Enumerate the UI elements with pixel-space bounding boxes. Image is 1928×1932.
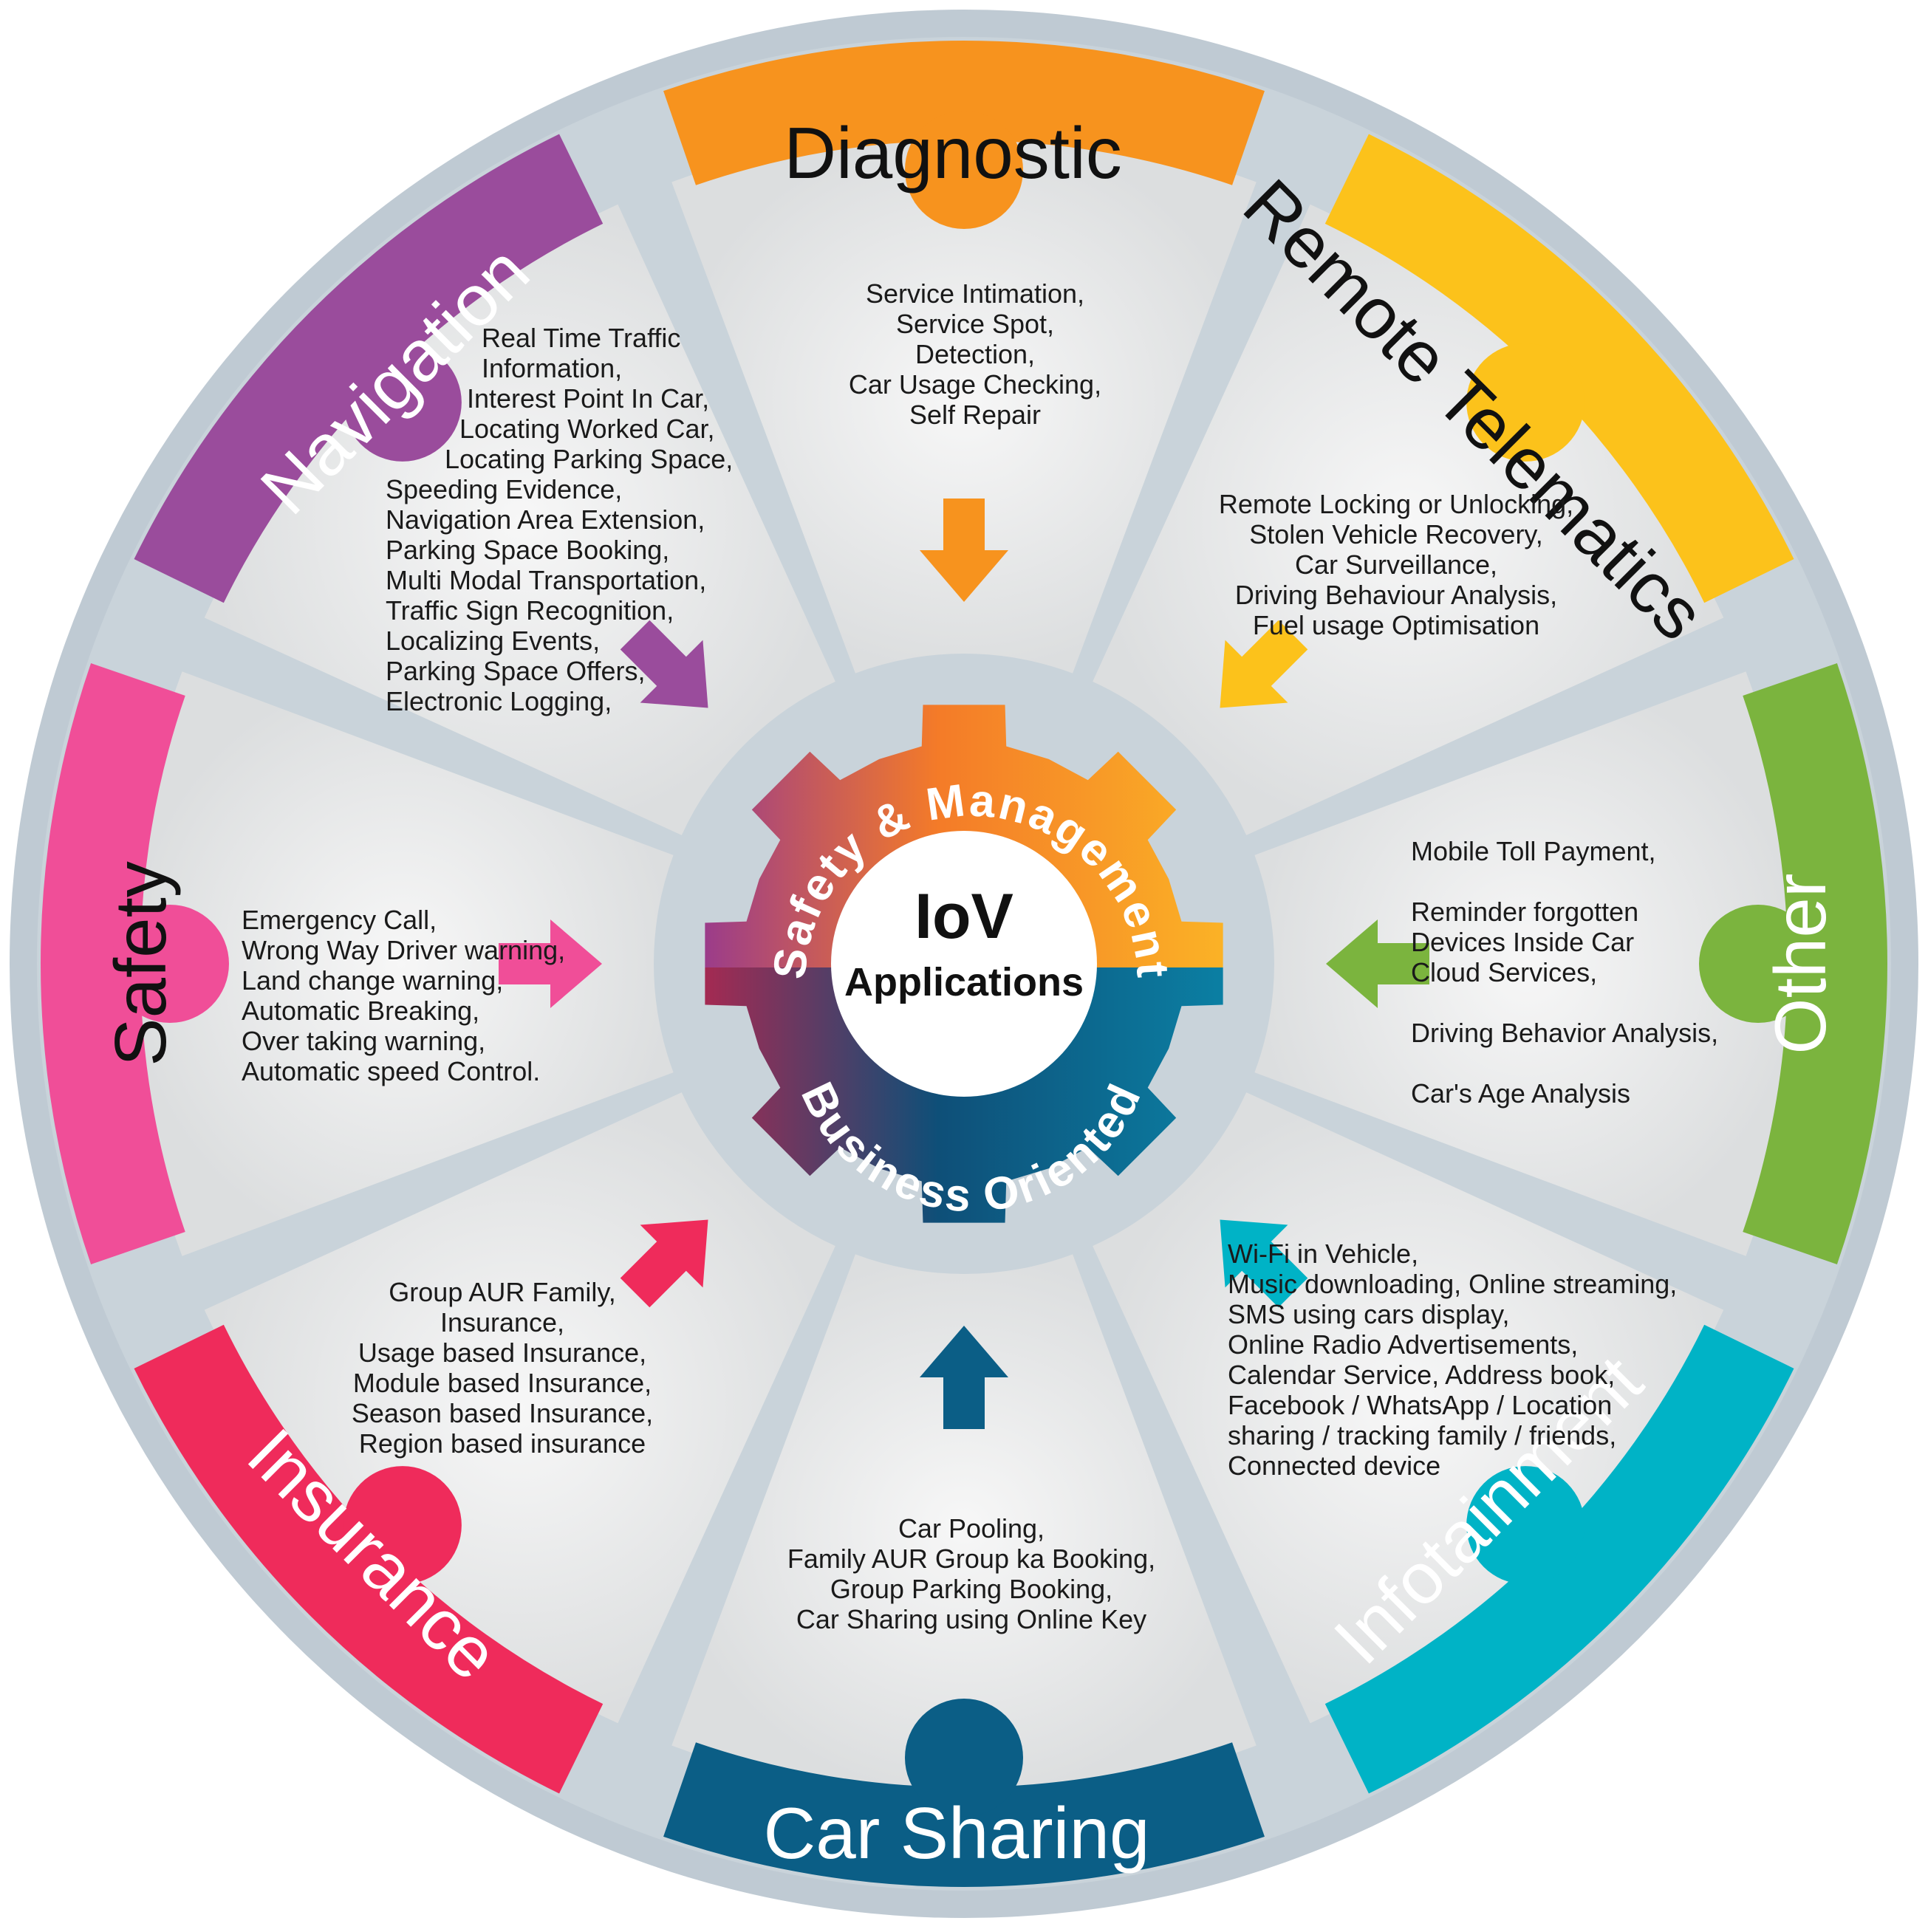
segment-tab xyxy=(905,1699,1023,1817)
center-title: IoV xyxy=(915,881,1013,952)
segment-title: Diagnostic xyxy=(784,112,1122,193)
segment-item: Mobile Toll Payment, xyxy=(1411,836,1656,866)
center-circle xyxy=(831,831,1097,1097)
segment-item: Car Sharing using Online Key xyxy=(796,1604,1146,1634)
segment-item: Online Radio Advertisements, xyxy=(1228,1329,1578,1360)
segment-item: Season based Insurance, xyxy=(352,1398,653,1428)
segment-arrow-icon xyxy=(920,499,1008,602)
segment-item: Car Surveillance, xyxy=(1295,549,1497,580)
segment-item: Group Parking Booking, xyxy=(830,1574,1112,1604)
segment-item: Calendar Service, Address book, xyxy=(1228,1360,1615,1390)
segment-arrow-icon xyxy=(1220,1219,1308,1308)
segment-item: Detection, xyxy=(915,339,1035,369)
segment-item: Parking Space Offers, xyxy=(386,656,646,686)
segment-item: Localizing Events, xyxy=(386,626,600,656)
segment-tab xyxy=(343,1466,462,1585)
segment-item: Family AUR Group ka Booking, xyxy=(787,1544,1155,1574)
segment-item: sharing / tracking family / friends, xyxy=(1228,1420,1616,1450)
segment-item: Car Pooling, xyxy=(898,1513,1045,1544)
segment-arrow-icon xyxy=(1326,919,1429,1008)
segment-panel xyxy=(129,671,674,1256)
segment-tab xyxy=(1466,1466,1585,1585)
segment-item: Service Spot, xyxy=(896,309,1054,339)
segment-item: Devices Inside Car xyxy=(1411,927,1634,957)
segment-item: Region based insurance xyxy=(359,1428,646,1459)
segment-item: Stolen Vehicle Recovery, xyxy=(1249,519,1543,549)
segment-item: Interest Point In Car, xyxy=(467,383,709,414)
segment-title: Safety xyxy=(100,861,181,1066)
segment-item: Navigation Area Extension, xyxy=(386,504,705,535)
segment-tab xyxy=(905,111,1023,229)
segment-car-sharing: Car Sharing Car Pooling,Family AUR Group … xyxy=(663,1254,1265,1887)
segment-item: Music downloading, Online streaming, xyxy=(1228,1269,1677,1299)
segment-item: Fuel usage Optimisation xyxy=(1253,610,1539,640)
segment-item: Self Repair xyxy=(909,400,1041,430)
segment-tab xyxy=(111,905,229,1023)
segment-item: Emergency Call, xyxy=(242,905,437,935)
segment-item: Cloud Services, xyxy=(1411,957,1597,987)
segment-item: Wrong Way Driver warning, xyxy=(242,935,565,965)
segment-panel xyxy=(1254,671,1799,1256)
segment-panel xyxy=(671,1254,1257,1798)
segment-item: Real Time Traffic xyxy=(482,323,680,353)
segment-item: Driving Behavior Analysis, xyxy=(1411,1018,1718,1048)
segment-arrow-icon xyxy=(499,919,602,1008)
segment-arrow-icon xyxy=(1220,620,1308,708)
segment-item: Automatic Breaking, xyxy=(242,996,479,1026)
segment-item: Speeding Evidence, xyxy=(386,474,622,504)
segment-item: Service Intimation, xyxy=(866,278,1084,309)
center-subtitle: Applications xyxy=(844,960,1084,1004)
segment-item: Facebook / WhatsApp / Location xyxy=(1228,1390,1612,1420)
segment-item: Group AUR Family, xyxy=(389,1277,615,1307)
segment-item: SMS using cars display, xyxy=(1228,1299,1509,1329)
segment-item: Connected device xyxy=(1228,1450,1440,1481)
segment-arrow-icon xyxy=(620,1219,708,1308)
segment-other: Other Mobile Toll Payment, Reminder forgot… xyxy=(1254,663,1887,1264)
segment-item: Parking Space Booking, xyxy=(386,535,669,565)
segment-item: Information, xyxy=(482,353,622,383)
segment-item: Reminder forgotten xyxy=(1411,897,1638,927)
segment-arrow-icon xyxy=(920,1326,1008,1429)
segment-tab xyxy=(1699,905,1817,1023)
segment-tab xyxy=(343,343,462,462)
segment-item: Over taking warning, xyxy=(242,1026,485,1056)
segment-safety: Safety Emergency Call,Wrong Way Driver wa… xyxy=(41,663,674,1264)
segment-title: Other xyxy=(1760,873,1841,1054)
segment-title: Car Sharing xyxy=(764,1792,1150,1874)
segment-item: Locating Worked Car, xyxy=(459,414,715,444)
segment-item: Land change warning, xyxy=(242,965,503,996)
segment-item: Driving Behaviour Analysis, xyxy=(1235,580,1557,610)
segment-item: Remote Locking or Unlocking, xyxy=(1219,489,1573,519)
segment-item: Car Usage Checking, xyxy=(849,369,1101,400)
segment-item: Multi Modal Transportation, xyxy=(386,565,706,595)
segment-item: Car's Age Analysis xyxy=(1411,1078,1630,1109)
segment-item: Usage based Insurance, xyxy=(358,1337,646,1368)
segment-item: Module based Insurance, xyxy=(353,1368,652,1398)
segment-item: Insurance, xyxy=(440,1307,564,1337)
segment-item: Traffic Sign Recognition, xyxy=(386,595,674,626)
segment-item: Electronic Logging, xyxy=(386,686,612,716)
segment-item: Locating Parking Space, xyxy=(445,444,733,474)
segment-item: Wi-Fi in Vehicle, xyxy=(1228,1239,1418,1269)
segment-panel xyxy=(671,129,1257,674)
segment-item: Automatic speed Control. xyxy=(242,1056,540,1086)
segment-tab xyxy=(1466,343,1585,462)
segment-arrow-icon xyxy=(620,620,708,708)
